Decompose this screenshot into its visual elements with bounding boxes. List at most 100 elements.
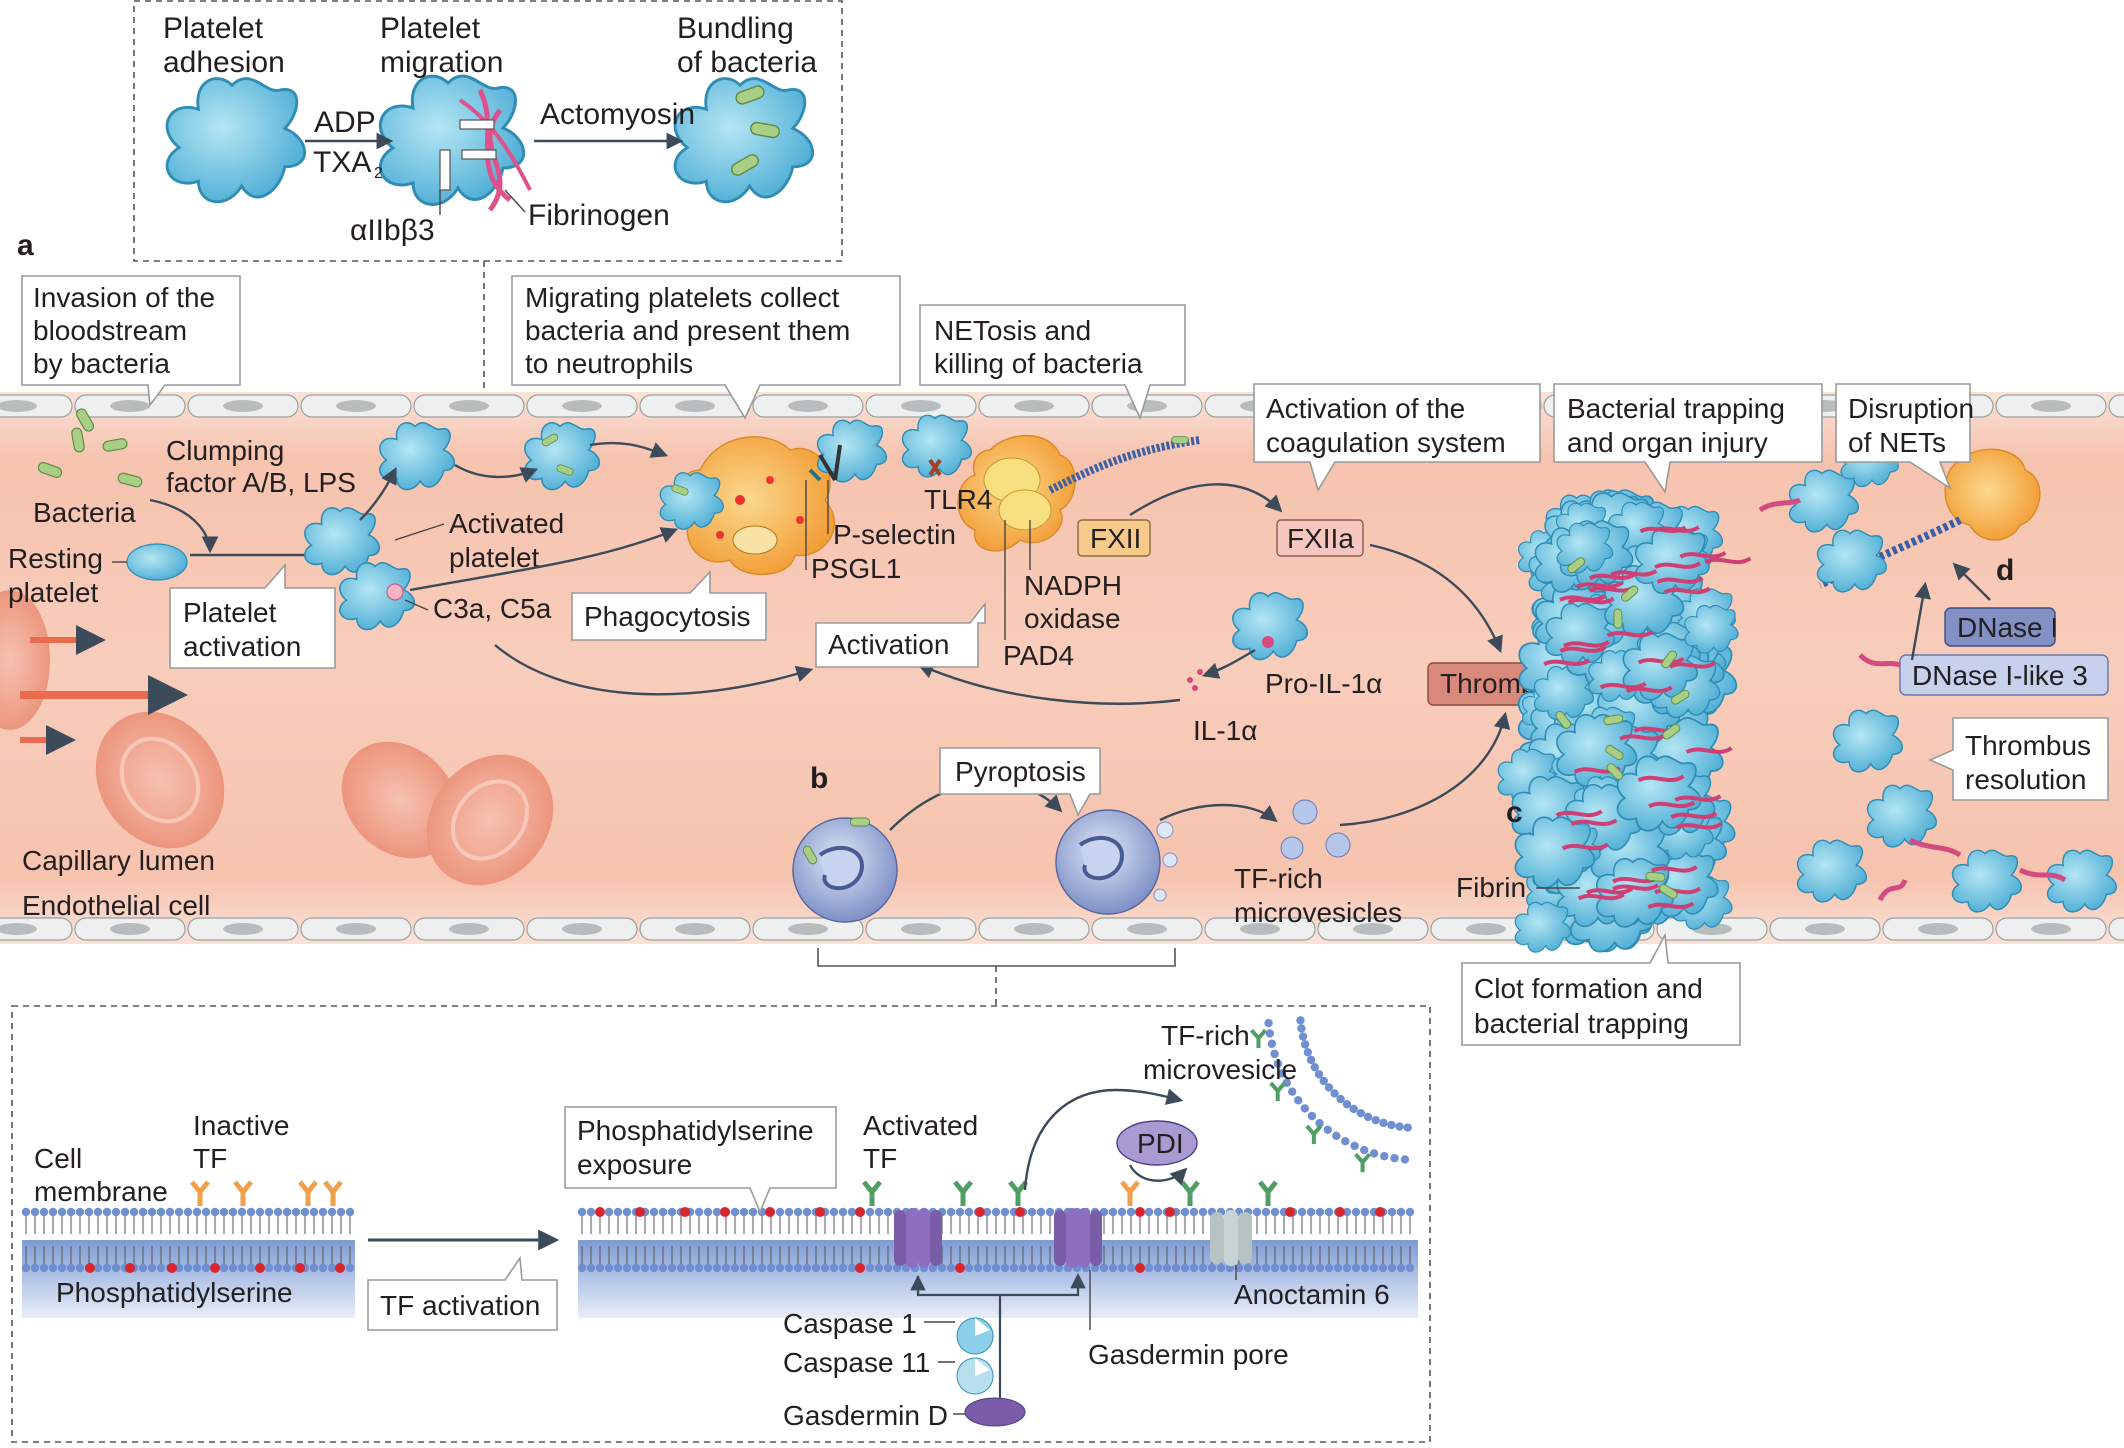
thrombus <box>1497 489 1752 953</box>
top-inset-frame <box>133 0 843 262</box>
tlr4-label: TLR4 <box>924 484 992 515</box>
trapping-text-2: and organ injury <box>1567 427 1768 458</box>
migrating-text-3: to neutrophils <box>525 348 693 379</box>
invasion-text-3: by bacteria <box>33 348 170 379</box>
migrating-text-1: Migrating platelets collect <box>525 282 840 313</box>
platelet-to-neutrophil-arrow <box>409 527 679 592</box>
panel-d-label: d <box>1996 554 2014 587</box>
selectin-binding <box>808 444 842 482</box>
tf-microvesicles-label-2: microvesicles <box>1234 897 1402 928</box>
platelet-adhesion-label-2: adhesion <box>163 46 285 79</box>
bacteria-label: Bacteria <box>33 497 136 528</box>
endothelial-cell-label: Endothelial cell <box>22 890 210 921</box>
callout-platelet-activation <box>169 562 336 669</box>
top-inset-migrating-platelet <box>378 74 532 212</box>
disruption-text-1: Disruption <box>1848 393 1974 424</box>
fxiia-to-thrombin-arrow <box>1369 543 1503 654</box>
gasdermin-pore-label: Gasdermin pore <box>1088 1339 1289 1370</box>
c3a-c5a-label: C3a, C5a <box>433 593 552 624</box>
tf-microvesicle-label-2: microvesicle <box>1143 1054 1297 1085</box>
c3a-leader <box>404 599 429 611</box>
fxii-label: FXII <box>1090 523 1141 554</box>
panel-b-label: b <box>810 762 828 795</box>
nadph-label-1: NADPH <box>1024 570 1122 601</box>
activated-platelets <box>304 422 601 631</box>
coag-text-1: Activation of the <box>1266 393 1465 424</box>
clumping-label-1: Clumping <box>166 435 284 466</box>
anoctamin-label: Anoctamin 6 <box>1234 1279 1390 1310</box>
tf-microvesicles <box>1280 799 1351 860</box>
cell-membrane-label-1: Cell <box>34 1143 82 1174</box>
phagocytosis-text: Phagocytosis <box>584 601 751 632</box>
activated-tf-label-2: TF <box>863 1143 897 1174</box>
clot-text-2: bacterial trapping <box>1474 1008 1689 1039</box>
fibrinogen-leader <box>504 189 526 213</box>
migrating-text-2: bacteria and present them <box>525 315 850 346</box>
left-membrane <box>21 1180 355 1318</box>
p-selectin-label: P-selectin <box>833 519 956 550</box>
clumping-label-2: factor A/B, LPS <box>166 467 356 498</box>
actomyosin-label: Actomyosin <box>540 98 695 131</box>
bundling-label-1: Bundling <box>677 12 794 45</box>
callout-pyroptosis <box>939 747 1101 817</box>
il1a-granule <box>1262 636 1274 648</box>
platelet-activation-text-2: activation <box>183 631 301 662</box>
netosis-text-2: killing of bacteria <box>934 348 1143 379</box>
activation-text: Activation <box>828 629 949 660</box>
to-neutrophil-arrow <box>589 441 669 458</box>
inactive-tf-label-1: Inactive <box>193 1110 290 1141</box>
tf-microvesicles-label-1: TF-rich <box>1234 863 1323 894</box>
callout-trapping <box>1553 383 1823 495</box>
inactive-tf-label-2: TF <box>193 1143 227 1174</box>
fxiia-box <box>1276 519 1364 557</box>
bacteria-arrow <box>149 498 219 554</box>
phosphatidylserine-label: Phosphatidylserine <box>56 1277 293 1308</box>
activated-platelet-label-1: Activated <box>449 508 564 539</box>
callout-tf-activation <box>367 1255 558 1331</box>
il1a-to-activation-arrow <box>916 662 1181 705</box>
netosis-text-1: NETosis and <box>934 315 1091 346</box>
cell-membrane-label-2: membrane <box>34 1176 168 1207</box>
callout-disruption <box>1835 383 1971 491</box>
platelet-migration-label-1: Platelet <box>380 12 481 45</box>
netosis-neutrophil <box>901 414 1201 552</box>
microvesicle-release-arrow <box>1023 1088 1184 1191</box>
endothelium-bottom <box>0 917 2124 941</box>
resolving-platelets <box>1796 653 2118 913</box>
top-inset-bundling-platelet <box>673 77 815 204</box>
right-membrane <box>577 1180 1418 1318</box>
c3a-to-activation-arrow <box>494 644 814 696</box>
panel-c-label: c <box>1506 796 1523 829</box>
callout-clot <box>1461 932 1741 1046</box>
pdi-label: PDI <box>1137 1128 1184 1159</box>
dnase-l3-label: DNase I-like 3 <box>1912 660 2088 691</box>
resting-platelet <box>126 543 188 581</box>
migrating-arrow <box>454 463 539 483</box>
caspase11-label: Caspase 11 <box>783 1347 930 1378</box>
trapping-text-1: Bacterial trapping <box>1567 393 1785 424</box>
activation-to-migrating-arrow <box>359 466 397 521</box>
pro-il1a-label: Pro-IL-1α <box>1265 668 1382 699</box>
tf-microvesicle-label-1: TF-rich <box>1161 1020 1250 1051</box>
callout-invasion <box>21 275 241 408</box>
thrombus-resolution-text-1: Thrombus <box>1965 730 2091 761</box>
pad4-label: PAD4 <box>1003 640 1074 671</box>
dnase1-arrow <box>1952 562 1991 601</box>
thrombus-resolution-text-2: resolution <box>1965 764 2086 795</box>
panel-a-label: a <box>17 229 34 262</box>
gasdermin-pores <box>894 1208 1252 1268</box>
dnase-l3-box <box>1899 654 2109 696</box>
callout-phagocytosis <box>571 570 767 641</box>
integrin-label: αIIbβ3 <box>350 214 435 247</box>
ps-exposure-text-2: exposure <box>577 1149 692 1180</box>
microvesicle-arrow <box>1159 803 1278 823</box>
bundling-label-2: of bacteria <box>677 46 817 79</box>
platelet-migration-label-2: migration <box>380 46 503 79</box>
fibrin-label: Fibrin <box>1456 872 1526 903</box>
callout-migrating <box>511 275 901 420</box>
net-disruption <box>1758 434 2041 593</box>
tf-activation-text: TF activation <box>380 1290 540 1321</box>
disruption-text-2: of NETs <box>1848 427 1946 458</box>
gasdermin-d-shape <box>964 1397 1026 1427</box>
